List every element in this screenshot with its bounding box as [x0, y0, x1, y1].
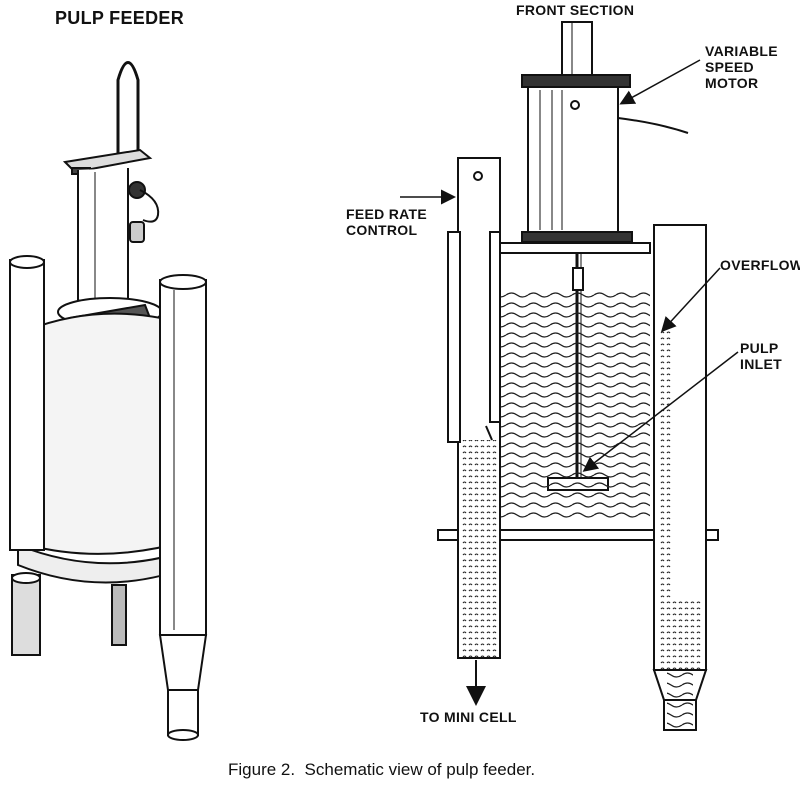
callout-lines: [400, 59, 739, 706]
label-overflow: OVERFLOW: [720, 257, 800, 273]
pulp-feeder-3d-view: [9, 61, 208, 741]
label-pulp-inlet: PULP INLET: [740, 340, 782, 372]
right-title: FRONT SECTION: [516, 2, 635, 18]
label-to-mini-cell: TO MINI CELL: [420, 709, 517, 725]
label-variable-speed-motor: VARIABLE SPEED MOTOR: [705, 43, 778, 91]
figure-caption: Figure 2. Schematic view of pulp feeder.: [228, 760, 536, 779]
left-title: PULP FEEDER: [55, 8, 184, 28]
front-section-view: [437, 21, 719, 731]
label-feed-rate-control: FEED RATE CONTROL: [346, 206, 427, 238]
